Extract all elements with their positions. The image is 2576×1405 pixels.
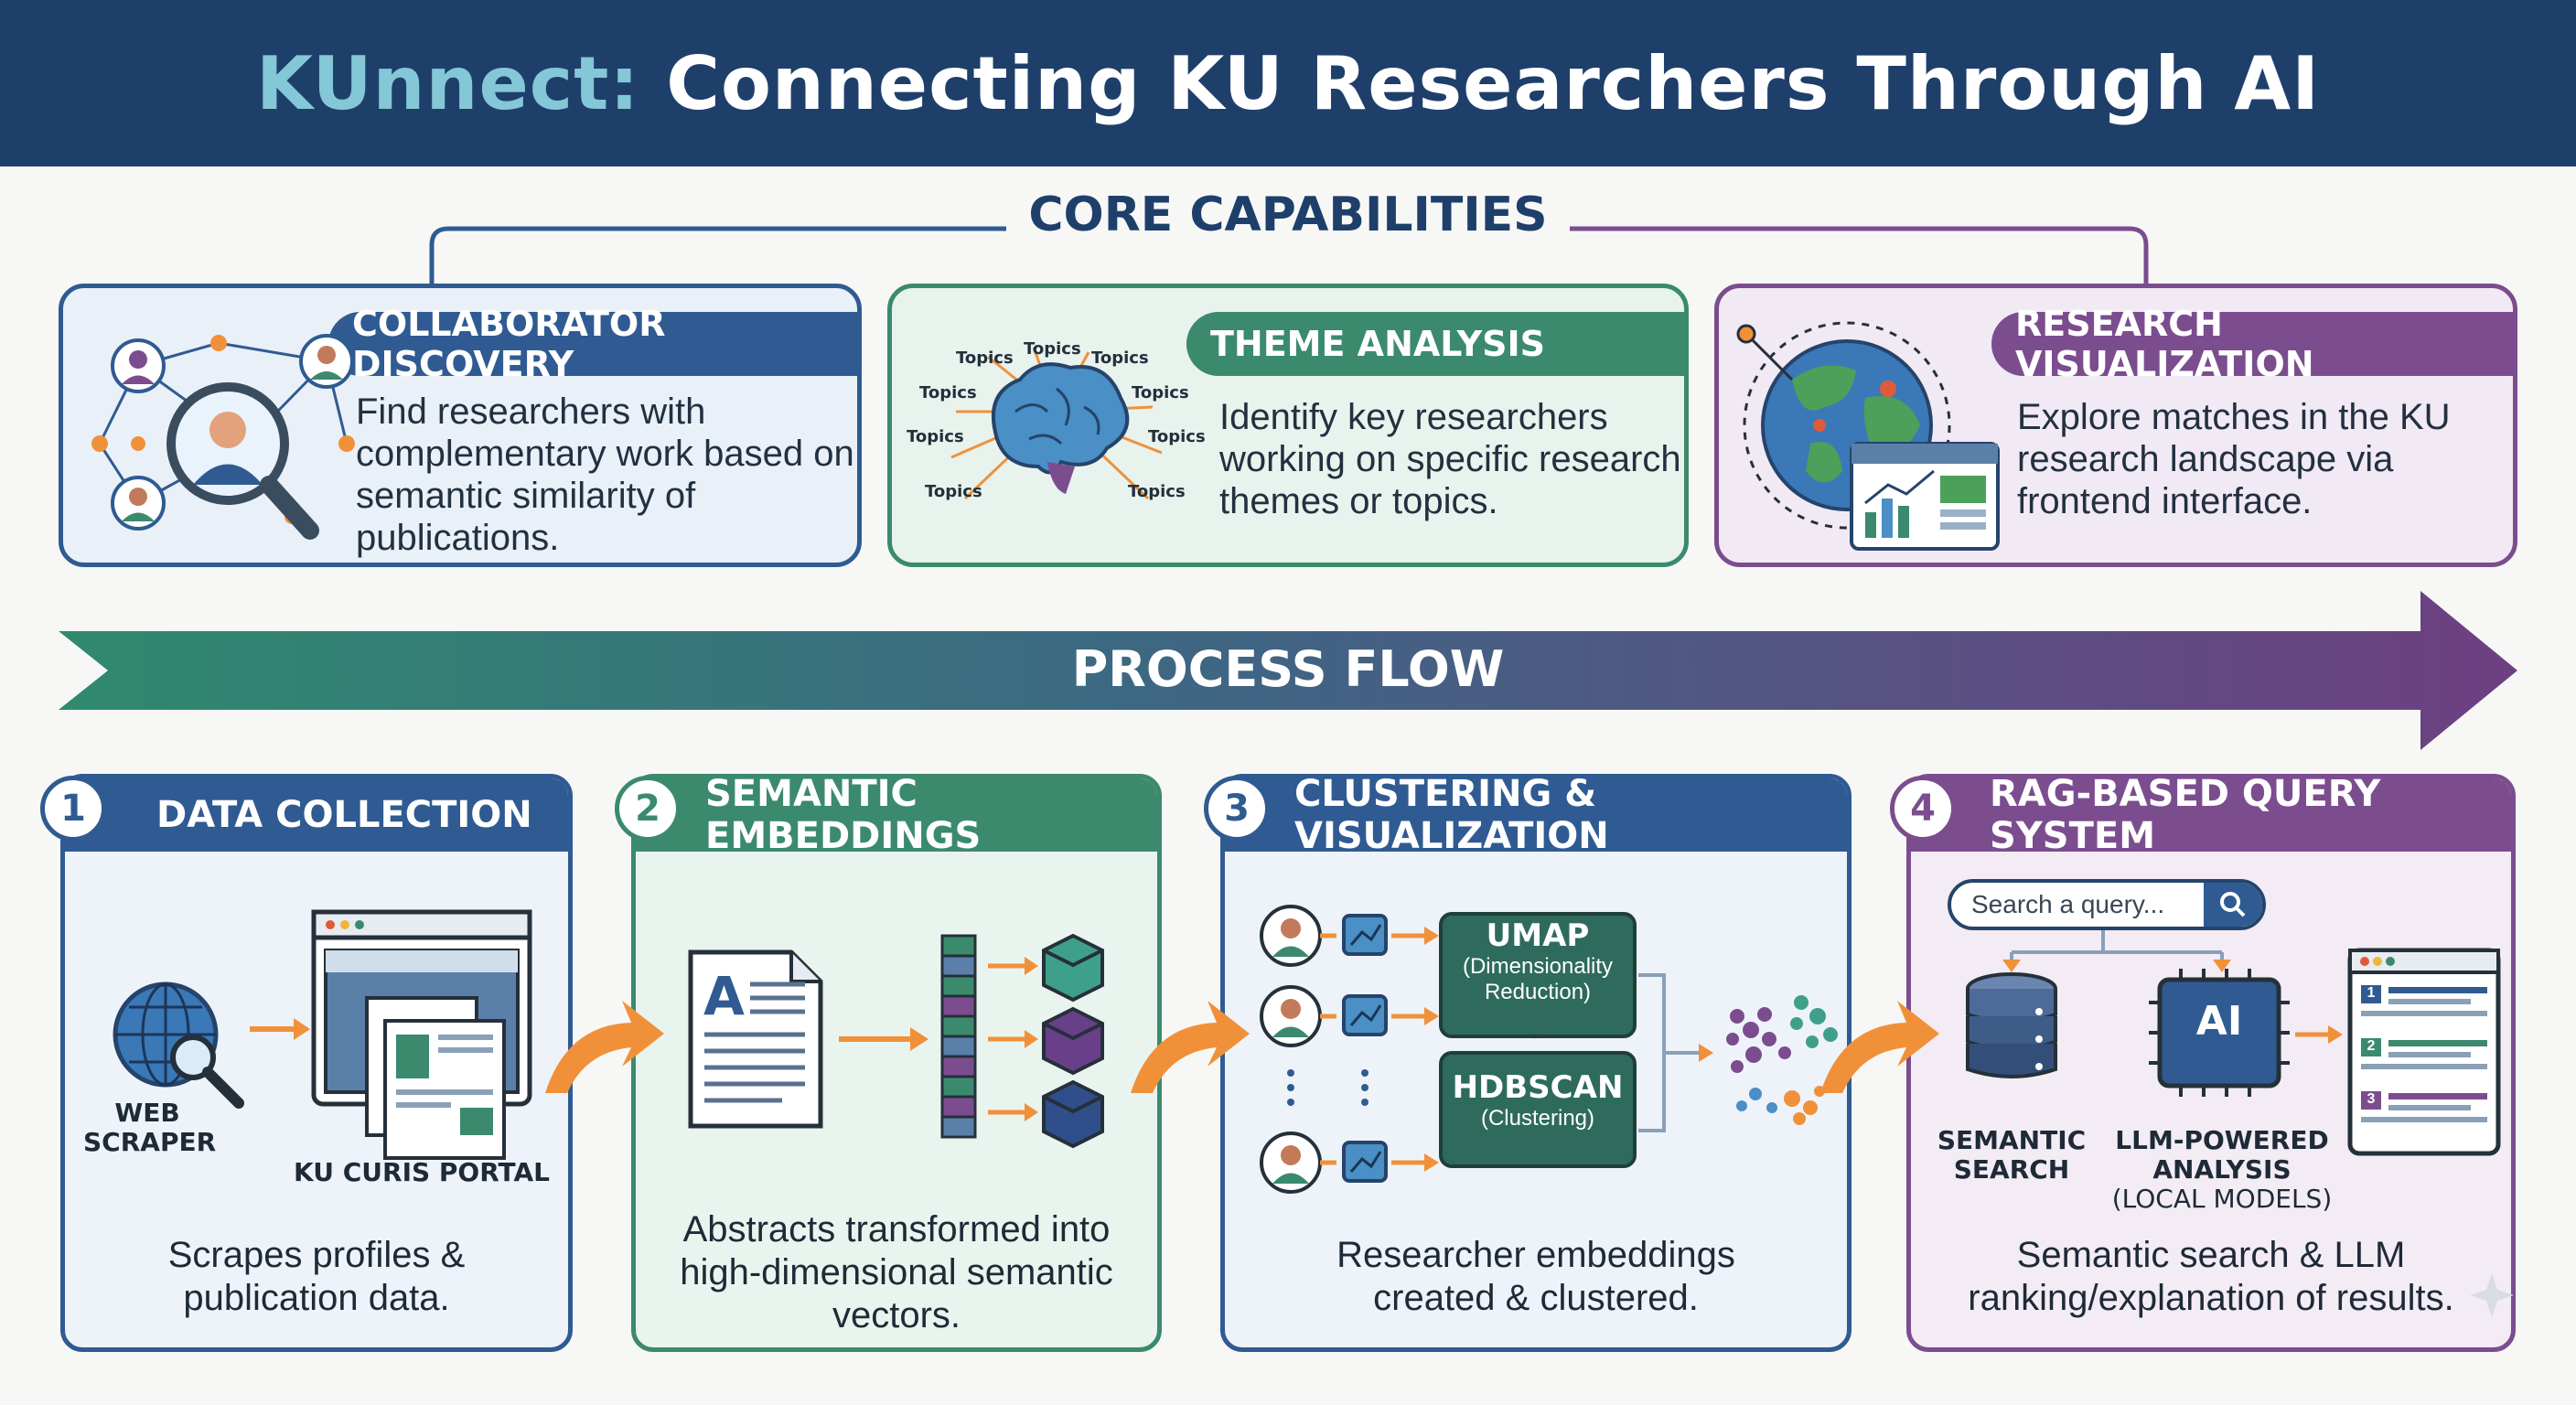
step-rag-query-system: RAG-BASED QUERY SYSTEM Search a query...… [1906,774,2516,1352]
clustering-illustration [1260,905,1847,1194]
umap-box: UMAP (Dimensionality Reduction) [1462,917,1614,1004]
hdbscan-box: HDBSCAN (Clustering) [1452,1069,1624,1131]
process-flow-title: PROCESS FLOW [1071,640,1505,698]
title-brand: KUnnect: [256,40,640,126]
topic-label: Topics [1148,427,1206,446]
step-title: RAG-BASED QUERY SYSTEM [1911,778,2511,857]
step-semantic-embeddings: SEMANTIC EMBEDDINGS A Abstracts transfor… [631,774,1162,1352]
page-header: KUnnect: Connecting KU Researchers Throu… [0,0,2576,166]
step-number-badge: 2 [615,776,681,842]
svg-text:A: A [703,965,745,1027]
step-number-badge: 3 [1204,776,1270,842]
result-number: 1 [2367,985,2376,1001]
topic-label: Topics [919,383,977,402]
network-magnifier-icon [91,334,355,540]
topic-label: Topics [907,427,964,446]
search-icon[interactable] [2204,883,2262,927]
data-collection-illustration [113,909,532,1160]
topic-label: Topics [925,482,982,501]
capability-title: THEME ANALYSIS [1186,312,1689,376]
capability-title: RESEARCH VISUALIZATION [1991,304,2517,384]
topic-label: Topics [1128,482,1186,501]
step-clustering-visualization: CLUSTERING & VISUALIZATION UMAP (Dimensi… [1220,774,1852,1352]
search-input[interactable]: Search a query... [1971,890,2165,918]
globe-dashboard-icon [1736,321,2000,551]
step-number-badge: 4 [1890,776,1956,842]
step-title: DATA COLLECTION [65,778,568,852]
page-title: KUnnect: Connecting KU Researchers Throu… [256,41,2320,126]
step-title: SEMANTIC EMBEDDINGS [636,778,1157,857]
search-bar[interactable]: Search a query... [1948,879,2266,930]
capability-collaborator-discovery: COLLABORATOR DISCOVERY Find researchers … [59,284,862,567]
topic-label: Topics [1024,339,1081,359]
title-rest: Connecting KU Researchers Through AI [639,40,2320,126]
ai-chip-label: AI [2195,998,2243,1045]
result-number: 2 [2367,1038,2376,1054]
rag-illustration [1966,930,2501,1156]
core-capabilities-title: CORE CAPABILITIES [1028,188,1548,242]
brain-topics-icon [950,347,1163,500]
capability-title: COLLABORATOR DISCOVERY [328,304,862,384]
topic-label: Topics [1132,383,1189,402]
embeddings-illustration: A [688,933,1104,1149]
step-number-badge: 1 [40,776,106,842]
ku-curis-portal-label: KU CURIS PORTAL [294,1157,550,1187]
topic-label: Topics [1091,349,1149,368]
step-title: CLUSTERING & VISUALIZATION [1225,778,1847,857]
capability-research-visualization: RESEARCH VISUALIZATION Explore matches i… [1714,284,2517,567]
result-number: 3 [2367,1091,2376,1107]
core-bracket [429,226,2149,285]
process-flow-arrow [59,591,2517,750]
step-description: Scrapes profiles &publication data. [167,1235,466,1318]
topic-label: Topics [956,349,1014,368]
